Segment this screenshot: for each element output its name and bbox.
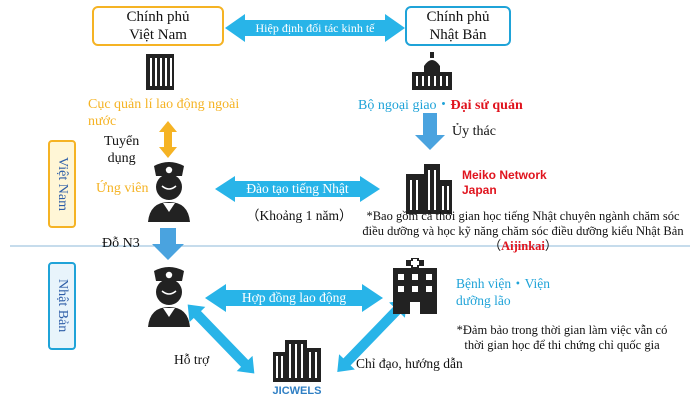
labor-agency-label: Cục quản lí lao động ngoài nước xyxy=(88,97,240,129)
jp-government-box: Chính phủ Nhật Bản xyxy=(405,6,511,46)
recruit-double-arrow xyxy=(159,121,177,140)
support-double-arrow xyxy=(187,304,255,374)
embassy-text: Đại sứ quán xyxy=(450,98,523,113)
duration-label: （Khoảng 1 năm） xyxy=(246,208,353,223)
candidate-label: Ứng viên xyxy=(96,181,149,196)
entrust-label: Ủy thác xyxy=(452,124,496,139)
n3-label: Đỗ N3 xyxy=(102,236,140,251)
jp-gov-line2: Nhật Bản xyxy=(429,27,487,43)
aijinkai-text: Aijinkai xyxy=(501,239,545,253)
hospital-label: Bệnh viện・Viện dưỡng lão xyxy=(456,275,550,309)
nurse-icon xyxy=(148,162,190,222)
meiko-label: Meiko Network Japan xyxy=(462,168,547,198)
section-japan-text: Nhật Bản xyxy=(55,279,70,333)
training-note-line3: （Aijinkai） xyxy=(488,239,558,253)
government-building-icon xyxy=(412,52,452,90)
epa-double-arrow xyxy=(225,14,405,42)
epa-label: Hiệp định đối tác kinh tế xyxy=(255,21,375,35)
hospital-icon xyxy=(393,258,437,314)
training-note-line1: *Bao gồm cả thời gian học tiếng Nhật chu… xyxy=(366,209,680,223)
guidance-label: Chỉ đạo, hướng dẫn xyxy=(356,356,463,371)
meiko-line2: Japan xyxy=(462,183,497,197)
recruit-line2: dụng xyxy=(107,151,136,166)
contract-label: Hợp đồng lao động xyxy=(241,290,347,305)
office-building-icon xyxy=(146,54,174,90)
n3-arrow xyxy=(152,228,184,260)
vn-government-box: Chính phủ Việt Nam xyxy=(92,6,224,46)
mofa-text: Bộ ngoại giao・ xyxy=(358,98,451,113)
training-label: Đào tạo tiếng Nhật xyxy=(246,181,349,196)
mofa-label: Bộ ngoại giao・Đại sứ quán xyxy=(358,94,523,114)
training-note: *Bao gồm cả thời gian học tiếng Nhật chu… xyxy=(357,209,689,254)
work-note-line2: thời gian học để thi chứng chỉ quốc gia xyxy=(464,338,660,352)
guidance-double-arrow xyxy=(337,300,407,372)
section-vietnam: Việt Nam xyxy=(48,140,76,228)
section-vietnam-text: Việt Nam xyxy=(55,157,70,211)
office-building-icon xyxy=(406,164,452,214)
training-double-arrow xyxy=(215,176,380,202)
hospital-line2: dưỡng lão xyxy=(456,293,511,308)
section-japan: Nhật Bản xyxy=(48,262,76,350)
office-building-icon xyxy=(273,340,321,382)
work-note-line1: *Đảm bảo trong thời gian làm việc vẫn có xyxy=(456,323,668,337)
nurse-icon xyxy=(148,267,190,327)
vn-gov-line1: Chính phủ xyxy=(126,9,190,25)
jp-gov-line1: Chính phủ xyxy=(426,9,490,25)
training-note-line2: điều dưỡng và học kỹ năng chăm sóc điều … xyxy=(362,224,684,238)
meiko-line1: Meiko Network xyxy=(462,168,547,182)
hospital-line1: Bệnh viện・Viện xyxy=(456,276,551,291)
recruit-label: Tuyển dụng xyxy=(104,133,139,167)
support-label: Hỗ trợ xyxy=(174,352,210,367)
entrust-arrow xyxy=(415,113,445,150)
jicwels-label: JICWELS xyxy=(272,385,322,397)
recruit-line1: Tuyển xyxy=(104,134,140,149)
vn-gov-line2: Việt Nam xyxy=(129,27,187,43)
work-note: *Đảm bảo trong thời gian làm việc vẫn có… xyxy=(444,323,680,353)
contract-double-arrow xyxy=(205,284,383,312)
